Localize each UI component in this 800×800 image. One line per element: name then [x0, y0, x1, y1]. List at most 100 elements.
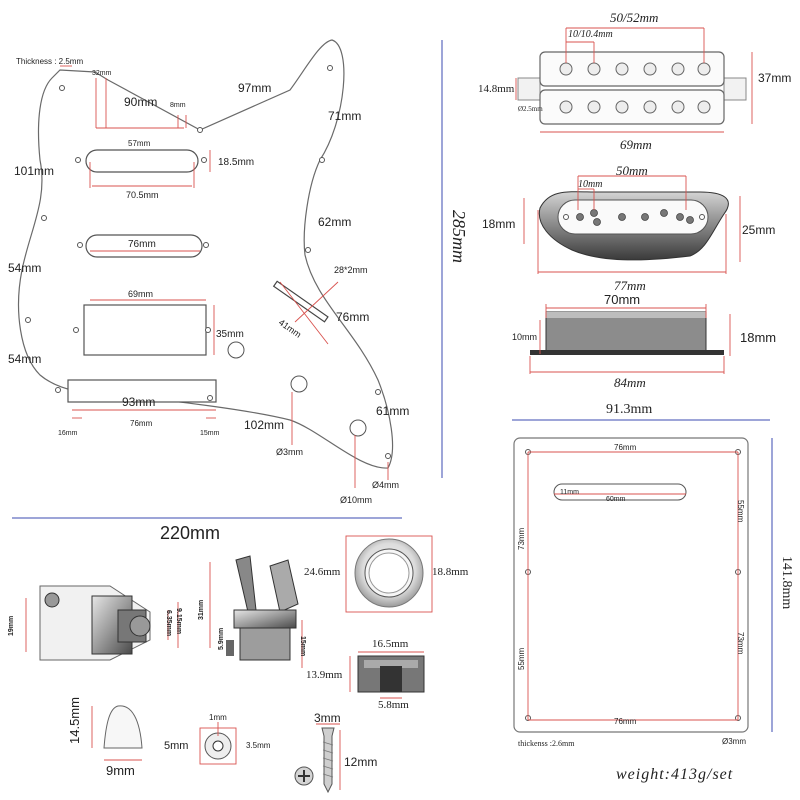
jack2-h31-label: 31mm	[198, 599, 205, 620]
bp-left-lower-label: 55mm	[517, 647, 526, 670]
jack2-d15-label: 15mm	[299, 636, 306, 657]
hb-bottom-label: 69mm	[620, 137, 652, 152]
knob-hole-3	[349, 419, 367, 437]
jack-d6-label: 6.35mm	[165, 610, 172, 637]
jack-h19-label: 19mm	[8, 615, 15, 636]
screw-length-label: 12mm	[344, 755, 378, 769]
pg-dim-76b: 76mm	[336, 310, 370, 324]
pg-dim-18-5: 18.5mm	[218, 157, 255, 168]
pg-dim-54b: 54mm	[8, 352, 42, 366]
screw-hole	[55, 387, 61, 393]
bp-slot-h-label: 11mm	[560, 489, 579, 496]
pg-dim-phi10: Ø10mm	[340, 495, 373, 505]
pg-dim-102: 102mm	[244, 418, 285, 432]
bp-right-upper-label: 55mm	[736, 500, 745, 523]
screw-hole	[327, 65, 333, 71]
pg-dim-32: 32mm	[92, 70, 112, 77]
pg-dim-phi3: Ø3mm	[276, 447, 303, 457]
hb-top-label: 50/52mm	[610, 10, 659, 25]
jack2-drawing	[209, 555, 303, 668]
pg-dim-90: 90mm	[124, 95, 158, 109]
washer-d1-label: 1mm	[209, 713, 227, 722]
bp-hole-label: Ø3mm	[722, 737, 746, 746]
hb-hole-label: Ø2.5mm	[518, 105, 543, 113]
screw-hole	[319, 157, 325, 163]
screw-hole	[75, 157, 81, 163]
sc-bottom-label: 77mm	[614, 278, 646, 293]
knob-inner-label: 18.8mm	[432, 566, 469, 578]
pg-dim-97: 97mm	[238, 81, 272, 95]
screw-hole	[41, 215, 47, 221]
screw-hole	[205, 327, 211, 333]
knob-hole-2	[290, 375, 308, 393]
sv-bottom-label: 84mm	[614, 375, 646, 390]
screw-hole	[375, 389, 381, 395]
screw-hole	[203, 242, 209, 248]
pg-dim-61: 61mm	[376, 404, 410, 418]
knob-height-label: 13.9mm	[306, 669, 343, 681]
hb-lug-label: 14.8mm	[478, 83, 515, 95]
pg-dim-69: 69mm	[128, 289, 154, 299]
pg-dim-57: 57mm	[128, 139, 151, 148]
single-coil-drawing	[523, 175, 741, 274]
screw-hole	[201, 157, 207, 163]
washer-drawing	[199, 722, 237, 765]
backplate-drawing	[512, 419, 773, 733]
sv-top-label: 70mm	[604, 292, 641, 307]
screw-head-label: 3mm	[314, 711, 341, 725]
pickguard-outline	[17, 39, 394, 469]
pg-dim-62: 62mm	[318, 215, 352, 229]
humbucker-slot	[83, 304, 207, 356]
pg-dim-70-5: 70.5mm	[126, 190, 159, 200]
sc-top-label: 50mm	[616, 163, 648, 178]
pg-dim-54a: 54mm	[8, 261, 42, 275]
bp-width-label: 91.3mm	[606, 402, 653, 417]
screw-hole	[25, 317, 31, 323]
screw-hole	[59, 85, 65, 91]
switch-tip-drawing	[91, 705, 143, 761]
neck-pickup-slot	[85, 149, 199, 173]
bp-right-lower-label: 73mm	[736, 632, 745, 655]
jack-drawing	[25, 585, 179, 661]
middle-pickup-slot	[85, 234, 203, 258]
knob-bottom-label: 5.8mm	[378, 699, 409, 711]
pg-dim-76: 76mm	[128, 239, 156, 250]
bp-slot-w-label: 60mm	[606, 496, 626, 503]
pg-dim-16: 16mm	[58, 430, 78, 437]
screw-hole	[197, 127, 203, 133]
screw-hole	[385, 453, 391, 459]
pg-width-label: 220mm	[160, 523, 221, 543]
washer-d5-label: 5mm	[164, 740, 189, 752]
bridge-pickup-slot	[67, 379, 217, 403]
jack2-d59-label: 5.9mm	[218, 627, 225, 650]
sc-left-label: 18mm	[482, 217, 516, 231]
sv-left-label: 10mm	[512, 332, 538, 342]
side-view-drawing	[529, 304, 731, 374]
pg-dim-93: 93mm	[122, 395, 156, 409]
pg-dim-8: 8mm	[170, 102, 186, 109]
knob-drawing	[345, 535, 433, 613]
pg-dim-76c: 76mm	[130, 419, 153, 428]
knob-side-drawing	[349, 651, 425, 699]
bp-bottom-label: 76mm	[614, 717, 637, 726]
knob-outer-label: 24.6mm	[304, 566, 341, 578]
pg-dim-71: 71mm	[328, 109, 362, 123]
screw-hole	[207, 395, 213, 401]
bp-top-label: 76mm	[614, 443, 637, 452]
pg-height-label: 285mm	[449, 210, 469, 263]
pg-dim-101: 101mm	[14, 164, 55, 178]
knob-hole-1	[227, 341, 245, 359]
bp-left-upper-label: 73mm	[517, 527, 526, 550]
sc-right-label: 25mm	[742, 223, 776, 237]
pg-dim-15: 15mm	[200, 430, 220, 437]
bp-thickness-label: thickenss :2.6mm	[518, 739, 575, 748]
tip-height-label: 14.5mm	[67, 697, 82, 744]
pickguard-drawing	[17, 39, 394, 488]
humbucker-drawing	[515, 27, 753, 133]
pg-dim-phi4: Ø4mm	[372, 480, 399, 490]
screw-hole	[73, 327, 79, 333]
hb-height-label: 37mm	[758, 71, 792, 85]
pg-dim-28x2: 28*2mm	[334, 265, 368, 275]
